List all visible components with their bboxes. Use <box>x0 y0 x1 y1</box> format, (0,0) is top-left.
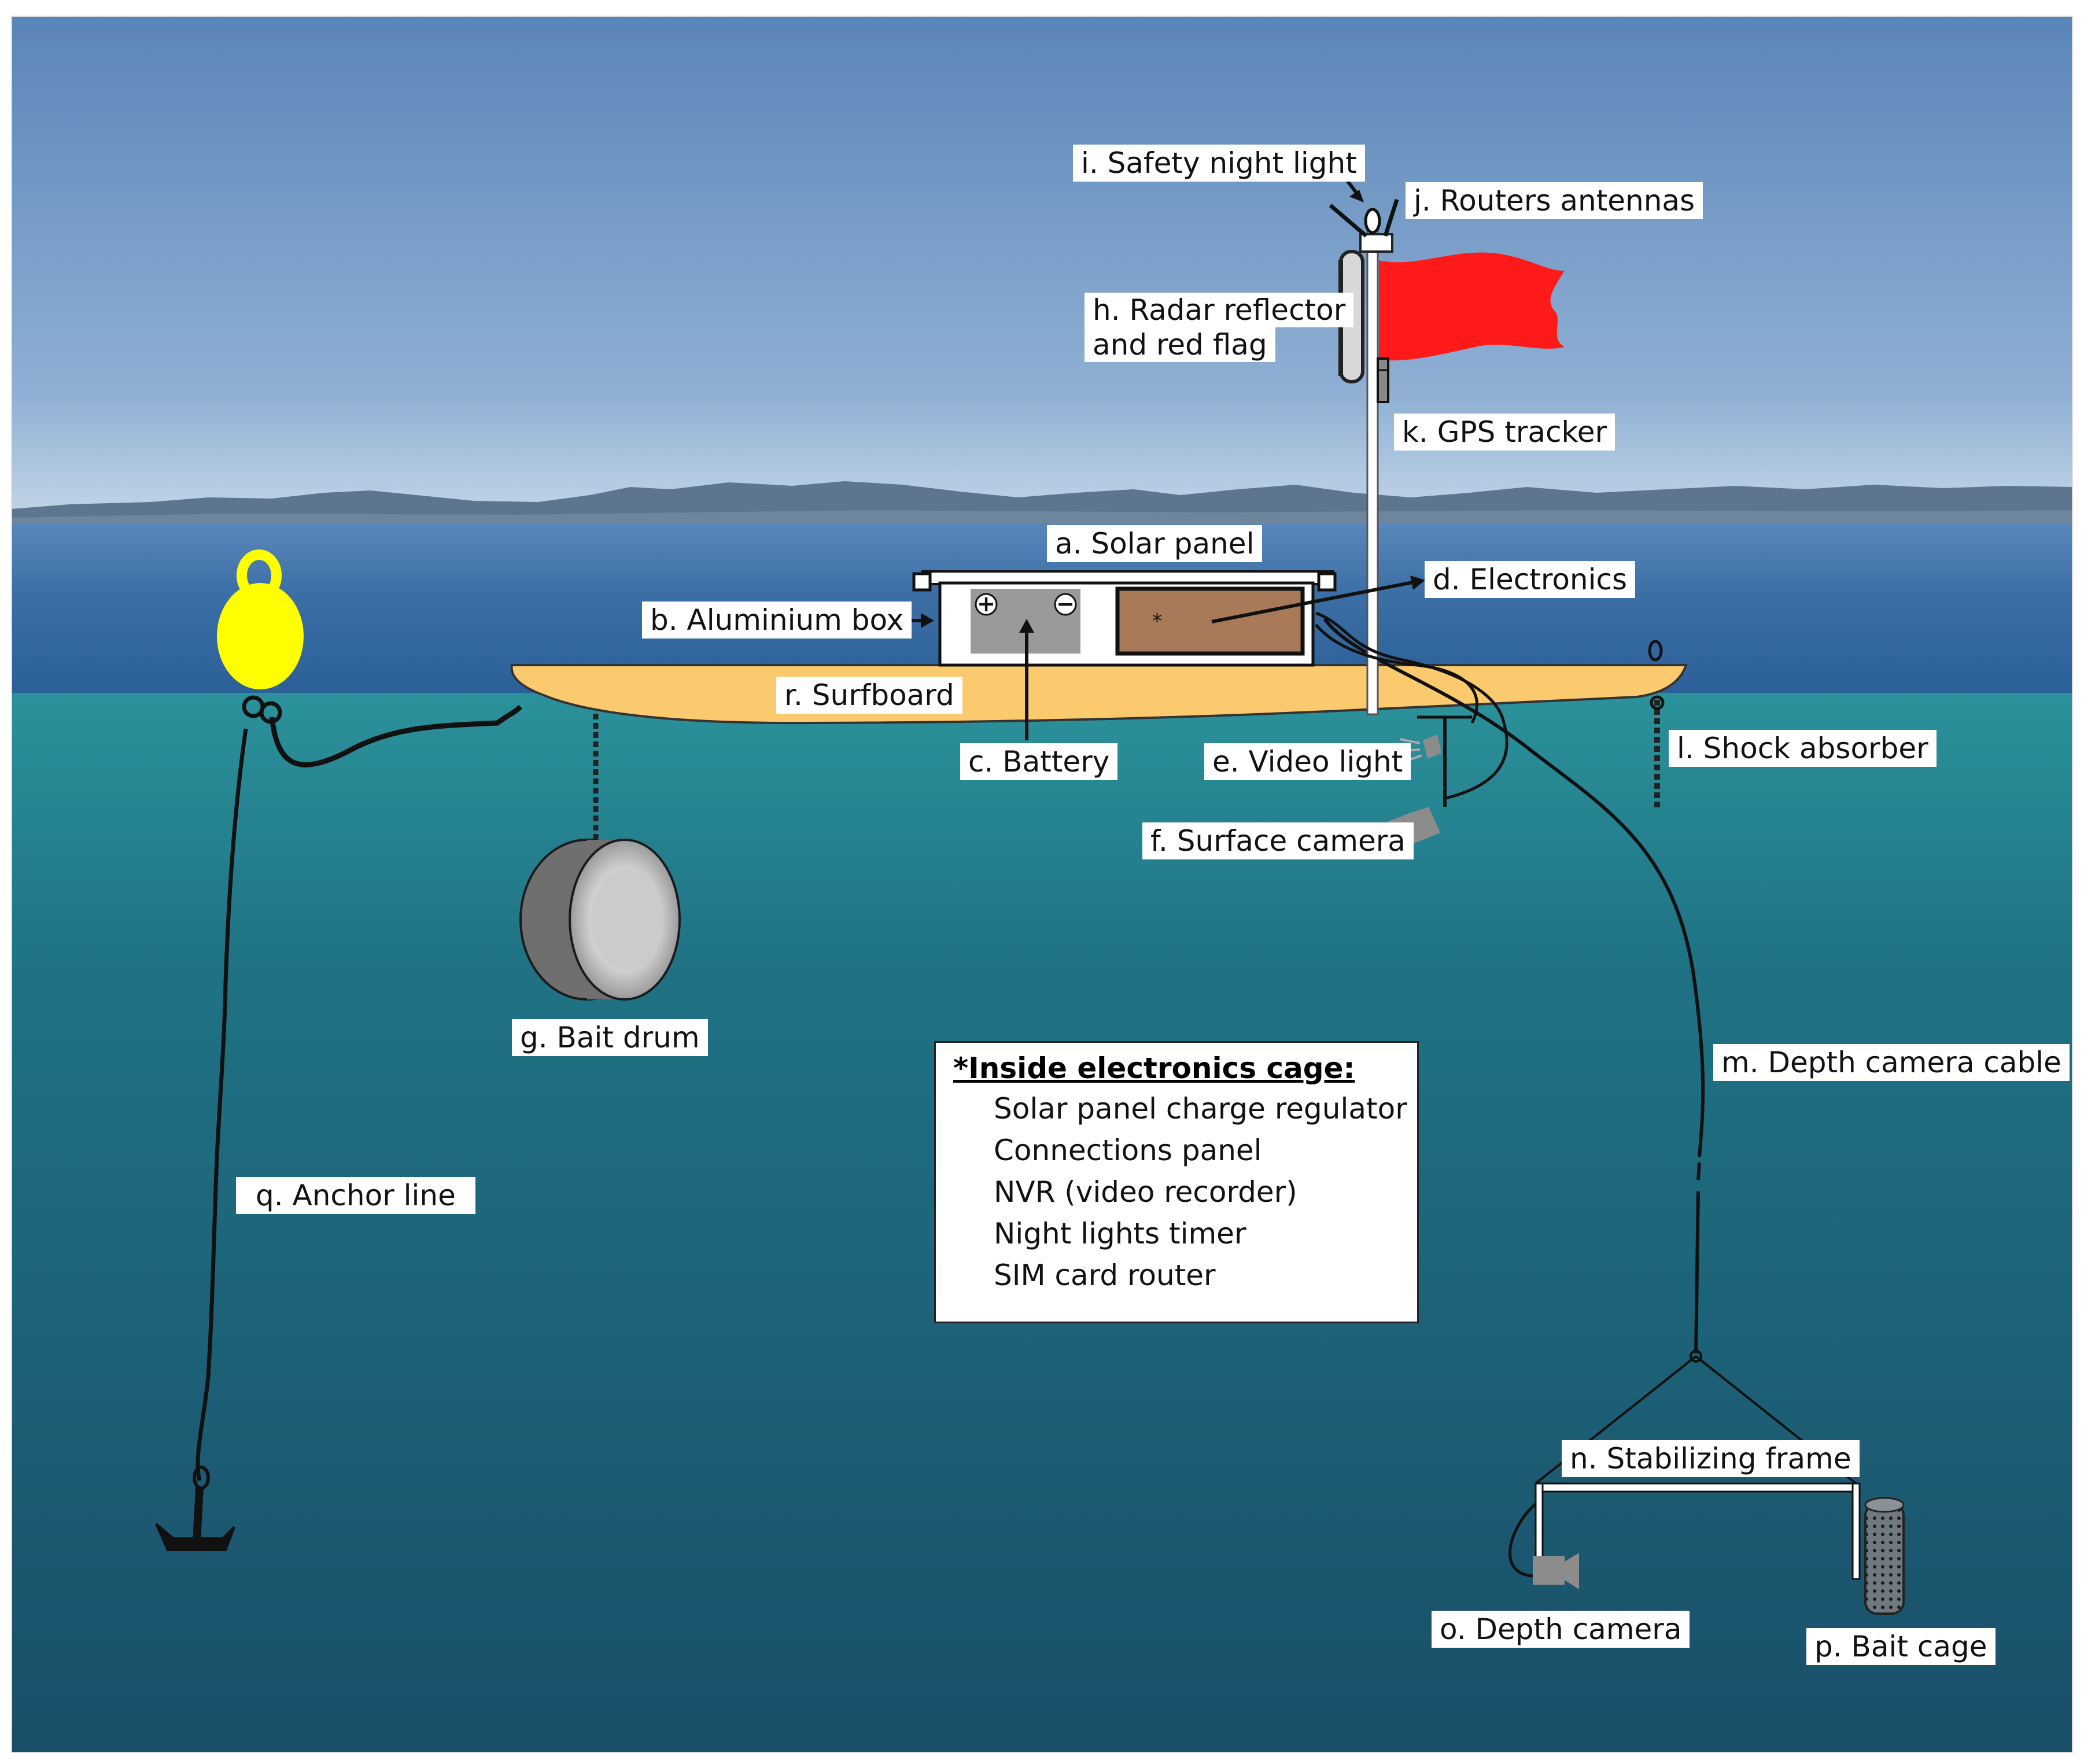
legend-item: Connections panel <box>994 1134 1262 1167</box>
electronics-cage-marker: * <box>1152 610 1162 633</box>
shock-absorber-eyelet <box>1650 695 1665 710</box>
image-border <box>11 16 2073 1753</box>
label-routers-antennas: j. Routers antennas <box>1406 182 1703 219</box>
mast <box>1366 230 1379 715</box>
label-video-light: e. Video light <box>1204 743 1411 780</box>
buoy <box>217 549 304 724</box>
mooring-rope <box>269 704 523 767</box>
label-radar-reflector: h. Radar reflector <box>1085 293 1354 327</box>
label-shock-absorber: l. Shock absorber <box>1669 730 1937 767</box>
safety-night-light <box>1364 208 1381 234</box>
legend-item: NVR (video recorder) <box>994 1175 1297 1209</box>
video-light-cable <box>1315 623 1478 724</box>
solar-panel <box>912 570 1337 592</box>
depth-camera-cable-break <box>1696 1162 1701 1180</box>
label-surface-camera: f. Surface camera <box>1142 822 1414 859</box>
mountain-haze <box>12 510 2072 526</box>
label-solar-panel: a. Solar panel <box>1047 525 1263 562</box>
anchor-line <box>196 728 248 1481</box>
label-safety-night-light: i. Safety night light <box>1073 145 1365 182</box>
label-battery: c. Battery <box>960 743 1118 780</box>
electronics-cage: * <box>1115 586 1305 656</box>
label-surfboard: r. Surfboard <box>776 677 962 714</box>
legend-item: Night lights timer <box>994 1217 1246 1250</box>
label-anchor-line: q. Anchor line <box>236 1177 475 1214</box>
label-stabilizing-frame: n. Stabilizing frame <box>1562 1440 1860 1477</box>
bait-cage <box>1864 1497 1905 1615</box>
label-red-flag: and red flag <box>1085 327 1275 362</box>
label-depth-camera-cable: m. Depth camera cable <box>1713 1044 2070 1081</box>
label-aluminium-box: b. Aluminium box <box>642 601 912 639</box>
antenna-mount <box>1329 198 1399 253</box>
battery-minus-sign: − <box>1056 591 1075 617</box>
depth-camera-cable-lower <box>1694 1191 1700 1354</box>
sky <box>12 16 2072 519</box>
gps-tracker <box>1377 357 1389 403</box>
router-antenna-left <box>1329 204 1368 238</box>
camera-mount <box>1417 715 1472 807</box>
label-gps-tracker: k. GPS tracker <box>1394 414 1615 451</box>
surfboard-eyelet <box>1648 640 1663 662</box>
label-bait-cage: p. Bait cage <box>1806 1628 1996 1665</box>
label-depth-camera: o. Depth camera <box>1432 1611 1690 1648</box>
legend-item: SIM card router <box>994 1259 1216 1292</box>
legend-title: *Inside electronics cage: <box>953 1051 1355 1085</box>
bait-drum <box>519 839 681 1001</box>
red-flag <box>1379 252 1565 361</box>
depth-camera <box>1533 1553 1579 1589</box>
surface-camera-cable <box>1315 611 1508 800</box>
label-bait-drum: g. Bait drum <box>512 1019 708 1056</box>
anchor <box>155 1466 235 1551</box>
router-antenna-right <box>1383 198 1399 237</box>
label-electronics: d. Electronics <box>1425 561 1636 598</box>
battery-plus-sign: + <box>977 591 995 617</box>
electronics-cage-legend: *Inside electronics cage: Solar panel ch… <box>934 1041 1419 1323</box>
depth-camera-cable <box>1323 618 1705 1157</box>
legend-item: Solar panel charge regulator <box>994 1092 1407 1125</box>
